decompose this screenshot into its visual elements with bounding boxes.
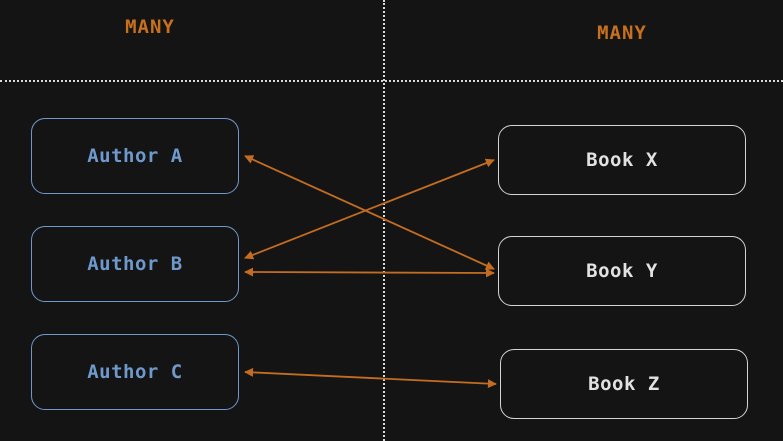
vertical-divider — [383, 0, 385, 441]
book-y-node: Book Y — [498, 236, 746, 306]
horizontal-divider — [0, 80, 783, 82]
link-author-b-to-book-y — [244, 267, 495, 278]
book-z-node: Book Z — [500, 349, 748, 419]
author-a-node: Author A — [31, 118, 239, 194]
author-c-node: Author C — [31, 334, 239, 410]
left-heading: MANY — [125, 16, 175, 38]
author-b-node: Author B — [31, 226, 239, 302]
link-author-b-to-book-x — [244, 158, 495, 260]
book-x-node: Book X — [498, 125, 746, 195]
link-author-a-to-book-y — [244, 155, 495, 270]
link-author-c-to-book-z — [244, 367, 497, 389]
right-heading: MANY — [597, 22, 647, 44]
